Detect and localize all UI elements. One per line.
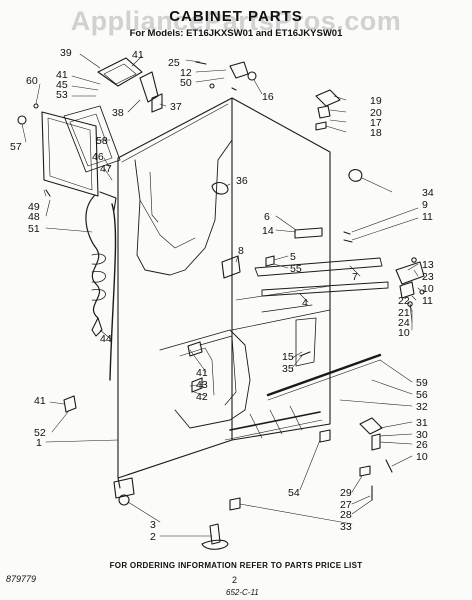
callout-17: 17	[370, 117, 382, 129]
callout-51: 51	[28, 223, 40, 235]
callout-24: 24	[398, 317, 410, 329]
power-cord	[63, 191, 117, 413]
callout-25: 25	[168, 57, 180, 69]
revision-code: 652-C-11	[226, 588, 259, 597]
callout-4: 4	[302, 297, 308, 309]
callout-32: 32	[416, 401, 428, 413]
callout-31: 31	[416, 417, 428, 429]
watermark: AppliancePartsPros.com	[70, 6, 402, 36]
callout-49: 49	[28, 201, 40, 213]
callout-10: 10	[422, 283, 434, 295]
shelf-rails	[254, 227, 389, 313]
callout-46: 46	[92, 151, 104, 163]
callout-59: 59	[416, 377, 428, 389]
callout-37: 37	[170, 101, 182, 113]
callout-58: 58	[96, 135, 108, 147]
callout-56: 56	[416, 389, 428, 401]
callout-41: 41	[34, 395, 46, 407]
callout-36: 36	[236, 175, 248, 187]
mid-brackets	[187, 181, 331, 511]
callout-2: 2	[150, 531, 156, 543]
callout-39: 39	[60, 47, 72, 59]
callout-47: 47	[100, 163, 112, 175]
callout-6: 6	[264, 211, 270, 223]
callout-35: 35	[282, 363, 294, 375]
cabinet-shell	[117, 97, 331, 489]
callout-7: 7	[352, 271, 358, 283]
callout-52: 52	[34, 427, 46, 439]
leader-lines	[21, 53, 421, 537]
document-code: 879779	[6, 574, 37, 584]
callout-44: 44	[100, 333, 112, 345]
left-door-panel	[17, 103, 121, 197]
callout-55: 55	[290, 263, 302, 275]
callout-50: 50	[180, 77, 192, 89]
model-subtitle: For Models: ET16JKXSW01 and ET16JKYSW01	[129, 28, 343, 39]
callout-labels: 39 41 25 12 50 16 60 41 45 53 38 37 57 5…	[10, 47, 434, 543]
top-hinge-assembly	[97, 57, 257, 113]
callout-9: 9	[422, 199, 428, 211]
callout-14: 14	[262, 225, 274, 237]
callout-13: 13	[422, 259, 434, 271]
callout-23: 23	[422, 271, 434, 283]
callout-26: 26	[416, 439, 428, 451]
callout-30: 30	[416, 429, 428, 441]
callout-60: 60	[26, 75, 38, 87]
callout-20: 20	[370, 107, 382, 119]
ordering-note: FOR ORDERING INFORMATION REFER TO PARTS …	[109, 561, 363, 570]
callout-5: 5	[290, 251, 296, 263]
callout-22: 22	[398, 295, 410, 307]
callout-15: 15	[282, 351, 294, 363]
callout-48: 48	[28, 211, 40, 223]
lower-compartment	[159, 317, 382, 441]
callout-45: 45	[56, 79, 68, 91]
callout-38: 38	[112, 107, 124, 119]
callout-11: 11	[422, 211, 433, 223]
callout-42: 42	[196, 391, 208, 403]
callout-21: 21	[398, 307, 410, 319]
callout-41: 41	[56, 69, 68, 81]
callout-57: 57	[10, 141, 22, 153]
callout-29: 29	[340, 487, 352, 499]
callout-3: 3	[150, 519, 156, 531]
callout-1: 1	[36, 437, 42, 449]
callout-10: 10	[416, 451, 428, 463]
callout-27: 27	[340, 499, 352, 511]
callout-11: 11	[422, 295, 433, 307]
callout-28: 28	[340, 509, 352, 521]
callout-12: 12	[180, 67, 192, 79]
callout-54: 54	[288, 487, 300, 499]
page-title: CABINET PARTS	[169, 8, 303, 25]
callout-34: 34	[422, 187, 434, 199]
callout-18: 18	[370, 127, 382, 139]
page-number: 2	[232, 575, 238, 585]
callout-19: 19	[370, 95, 382, 107]
callout-41: 41	[196, 367, 208, 379]
callout-53: 53	[56, 89, 68, 101]
callout-10: 10	[398, 327, 410, 339]
callout-43: 43	[196, 379, 208, 391]
callout-16: 16	[262, 91, 274, 103]
callout-41: 41	[132, 49, 144, 61]
callout-33: 33	[340, 521, 352, 533]
callout-8: 8	[238, 245, 244, 257]
leveling-legs	[113, 477, 229, 550]
